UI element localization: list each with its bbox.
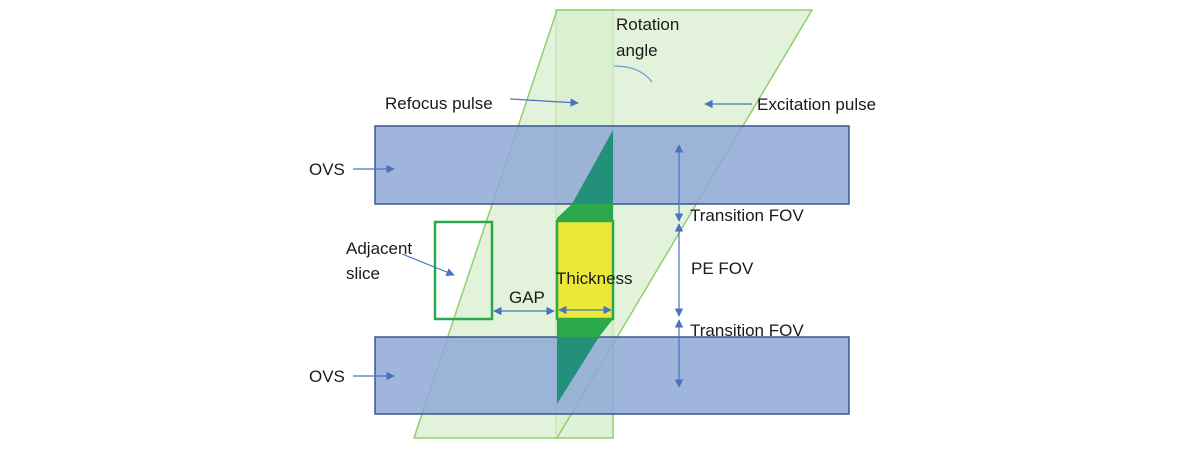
gap-label: GAP [509, 288, 545, 307]
transition-fov-bottom-label: Transition FOV [690, 321, 804, 340]
pe-fov-label: PE FOV [691, 259, 754, 278]
rotation-angle-arc [613, 65, 653, 83]
overlap-dark-bottom [557, 337, 599, 404]
transition-fov-top-label: Transition FOV [690, 206, 804, 225]
excitation-pulse-label: Excitation pulse [757, 95, 876, 114]
ovs-bottom-label: OVS [309, 367, 345, 386]
rotation-angle-label-line1: Rotation [616, 15, 679, 34]
refocus-pulse-label: Refocus pulse [385, 94, 493, 113]
adjacent-slice-label-line2: slice [346, 264, 380, 283]
ovs-top-label: OVS [309, 160, 345, 179]
ovs-band-bottom [374, 336, 850, 415]
thickness-label: Thickness [556, 269, 633, 288]
rotation-angle-label-line2: angle [616, 41, 658, 60]
thickness-slice [555, 219, 615, 321]
adjacent-slice-pointer-arrow [401, 253, 455, 277]
adjacent-slice-label-line1: Adjacent [346, 239, 412, 258]
overlap-green-bottom [557, 319, 613, 337]
refocus-pointer-arrow [509, 98, 579, 107]
adjacent-slice-box [433, 220, 494, 321]
overlap-green-top [557, 204, 613, 220]
overlap-dark-top [572, 130, 613, 204]
